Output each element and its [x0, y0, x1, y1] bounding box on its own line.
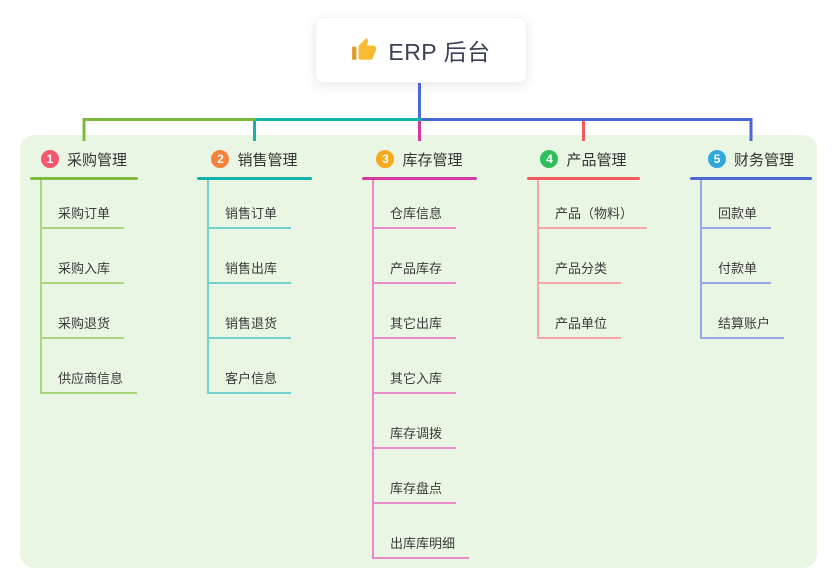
root-node-label: ERP 后台 — [388, 39, 491, 65]
child-node[interactable]: 销售出库 — [207, 260, 292, 284]
child-node[interactable]: 采购订单 — [40, 205, 125, 229]
child-node[interactable]: 库存盘点 — [372, 480, 457, 504]
child-node[interactable]: 客户信息 — [207, 370, 292, 394]
branch-title[interactable]: 1 采购管理 — [30, 149, 138, 169]
root-node[interactable]: ERP 后台 — [315, 17, 527, 83]
branch-child-connector — [40, 180, 42, 394]
branch-underline — [30, 177, 138, 180]
branch-label: 销售管理 — [237, 151, 298, 169]
child-node[interactable]: 销售退货 — [207, 315, 292, 339]
branch-underline — [197, 177, 312, 180]
child-node[interactable]: 回款单 — [700, 205, 772, 229]
branch-underline — [362, 177, 477, 180]
branch-number-badge: 4 — [540, 150, 559, 168]
child-node[interactable]: 销售订单 — [207, 205, 292, 229]
child-node[interactable]: 产品（物料） — [537, 205, 648, 229]
branch-label: 产品管理 — [566, 151, 627, 169]
thumbs-up-icon — [351, 37, 377, 63]
branch-number-badge: 2 — [211, 150, 230, 168]
child-node[interactable]: 产品分类 — [537, 260, 622, 284]
branch-child-connector — [537, 180, 539, 339]
child-node[interactable]: 产品库存 — [372, 260, 457, 284]
branch-label: 库存管理 — [402, 151, 463, 169]
branch-label: 财务管理 — [733, 151, 794, 169]
branch-underline — [690, 177, 812, 180]
child-node[interactable]: 采购退货 — [40, 315, 125, 339]
child-node[interactable]: 其它入库 — [372, 370, 457, 394]
branch-title[interactable]: 3 库存管理 — [362, 149, 477, 169]
branch-underline — [527, 177, 640, 180]
child-node[interactable]: 结算账户 — [700, 315, 785, 339]
branch-number-badge: 5 — [707, 150, 726, 168]
branch-label: 采购管理 — [66, 151, 127, 169]
child-node[interactable]: 付款单 — [700, 260, 772, 284]
branch-number-badge: 3 — [376, 150, 395, 168]
branch-child-connector — [372, 180, 374, 559]
branch-title[interactable]: 5 财务管理 — [690, 149, 812, 169]
branch-title[interactable]: 2 销售管理 — [197, 149, 312, 169]
branch-child-connector — [700, 180, 702, 339]
child-node[interactable]: 库存调拨 — [372, 425, 457, 449]
child-node[interactable]: 其它出库 — [372, 315, 457, 339]
child-node[interactable]: 仓库信息 — [372, 205, 457, 229]
branch-child-connector — [207, 180, 209, 394]
branch-number-badge: 1 — [40, 150, 59, 168]
child-node[interactable]: 供应商信息 — [40, 370, 138, 394]
child-node[interactable]: 出库库明细 — [372, 535, 470, 559]
branches-panel — [20, 135, 817, 568]
branch-title[interactable]: 4 产品管理 — [527, 149, 640, 169]
child-node[interactable]: 产品单位 — [537, 315, 622, 339]
child-node[interactable]: 采购入库 — [40, 260, 125, 284]
